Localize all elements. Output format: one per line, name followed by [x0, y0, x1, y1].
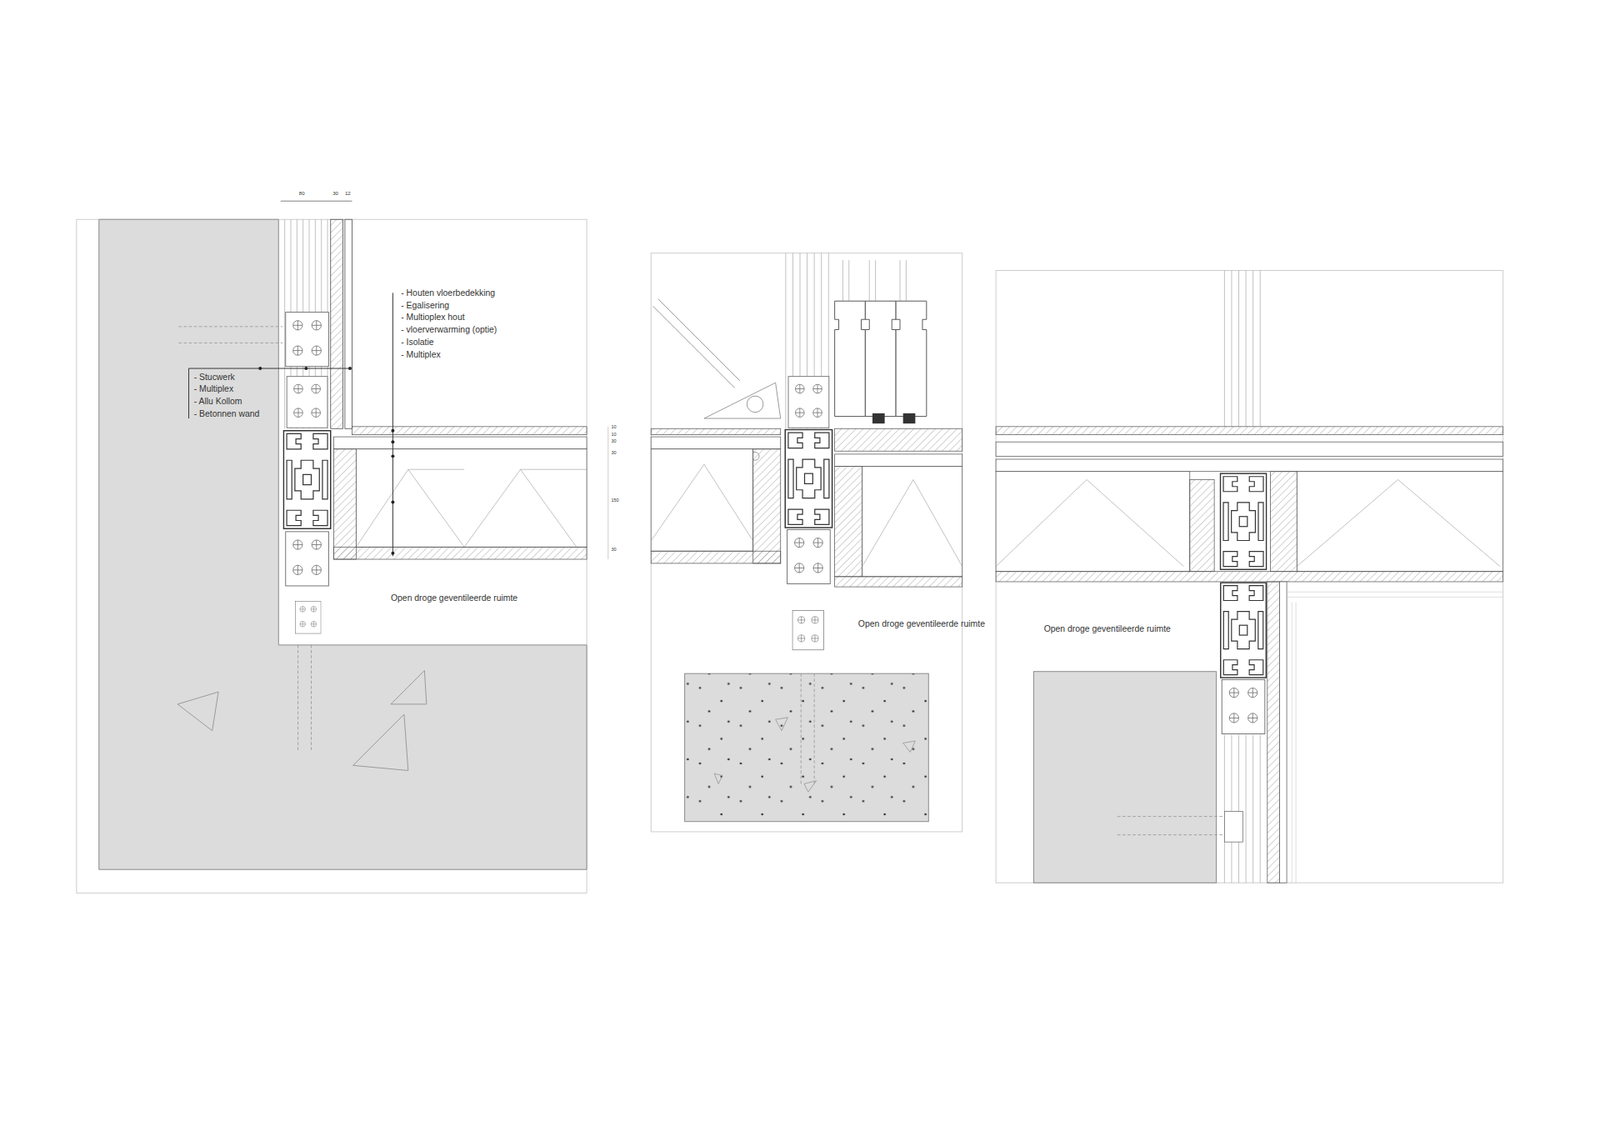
dimension: 10	[610, 431, 616, 437]
dimension-line	[607, 426, 609, 560]
screed	[835, 454, 963, 467]
multiplex-board	[1267, 581, 1280, 883]
layer-label: - Egalisering	[400, 300, 450, 311]
panel-one	[76, 200, 609, 893]
concrete-dots	[685, 673, 930, 822]
insulation	[650, 449, 753, 551]
layer-label: - vloerverwarming (optie)	[400, 325, 497, 336]
timber-beam	[1190, 480, 1215, 572]
hinge-brace	[653, 299, 781, 419]
dimension: 30	[332, 190, 339, 197]
concrete-triangles	[177, 670, 427, 770]
layer-label: - Stucwerk	[194, 372, 235, 383]
timber-beam	[333, 449, 356, 560]
aluminium-profile	[1220, 582, 1267, 678]
multiplex-board	[995, 571, 1504, 582]
dimension: 30	[610, 546, 616, 552]
aluminium-profile	[1220, 473, 1266, 570]
layer-label: - Houten vloerbedekking	[400, 289, 495, 300]
screws	[1117, 816, 1225, 835]
multiplex-board	[330, 219, 344, 429]
insulation-pattern	[1296, 480, 1500, 567]
layer-label: - Multiplex	[194, 385, 234, 395]
screed	[650, 436, 781, 450]
layer-label: - Allu Kollom	[194, 396, 243, 407]
dimension: 30	[610, 450, 616, 455]
anchor-plate	[792, 610, 825, 650]
insulation-pattern	[995, 480, 1184, 567]
multiplex-board	[995, 459, 1504, 472]
layer-label: - Betonnen wand	[194, 409, 260, 420]
dimension: 10	[610, 424, 616, 430]
concrete-foundation	[685, 673, 930, 822]
multiplex-board	[835, 576, 963, 587]
layer-label: - Multioplex hout	[400, 313, 465, 324]
insulation	[995, 471, 1190, 572]
wood-floor	[650, 428, 781, 435]
insulation-pattern	[862, 480, 963, 567]
column-lines	[785, 253, 906, 430]
space-label: Open droge geventileerde ruimte	[390, 594, 518, 605]
insulation	[1296, 471, 1503, 572]
panel-two	[650, 253, 962, 832]
leader-dots	[258, 366, 395, 555]
plaster-layer	[1280, 581, 1288, 883]
multiplex-board	[650, 550, 781, 564]
anchor-plate	[787, 529, 831, 584]
anchor-plate	[1224, 810, 1243, 842]
anchor-plate	[286, 376, 328, 429]
multiplex-board	[333, 546, 587, 560]
layer-label: - Multiplex	[400, 350, 440, 360]
timber-beam	[835, 466, 863, 577]
dimension: 80	[299, 190, 305, 197]
wood-floor	[995, 426, 1504, 435]
aluminium-profile	[785, 430, 832, 529]
frame	[76, 219, 587, 893]
concrete-triangles	[714, 717, 915, 792]
insulation	[355, 449, 587, 548]
space-label: Open droge geventileerde ruimte	[1044, 624, 1171, 635]
sliding-rails	[872, 413, 915, 424]
screed	[333, 436, 587, 450]
plaster-layer	[345, 219, 353, 429]
timber-beam	[753, 449, 781, 564]
anchor-plate	[295, 601, 322, 634]
anchor-plate	[285, 312, 330, 367]
panel-three	[995, 270, 1504, 883]
dimension: 30	[610, 439, 616, 445]
wood-floor	[351, 426, 587, 435]
aluminium-profile	[283, 430, 330, 530]
dimension: 150	[610, 498, 619, 504]
window-frames	[835, 300, 927, 416]
insulation	[862, 466, 963, 577]
column-lines	[1224, 270, 1260, 426]
leader-lines	[189, 200, 394, 556]
frame	[995, 270, 1504, 883]
layer-label: - Isolatie	[400, 337, 434, 348]
screed	[995, 441, 1504, 456]
anchor-plate	[285, 531, 330, 586]
screws	[800, 673, 815, 786]
threshold	[835, 428, 963, 451]
insulation-pattern	[650, 464, 753, 541]
concrete-wall	[1033, 671, 1216, 883]
wall-lines	[1286, 591, 1504, 883]
frame	[650, 253, 962, 832]
anchor-plate	[788, 376, 830, 429]
dimension: 12	[345, 190, 351, 197]
anchor-plate	[1221, 679, 1265, 734]
insulation-pattern	[355, 469, 587, 547]
column-lines	[1224, 735, 1260, 884]
concrete-wall	[99, 219, 587, 870]
space-label: Open droge geventileerde ruimte	[858, 619, 985, 630]
timber-beam	[1270, 471, 1297, 572]
